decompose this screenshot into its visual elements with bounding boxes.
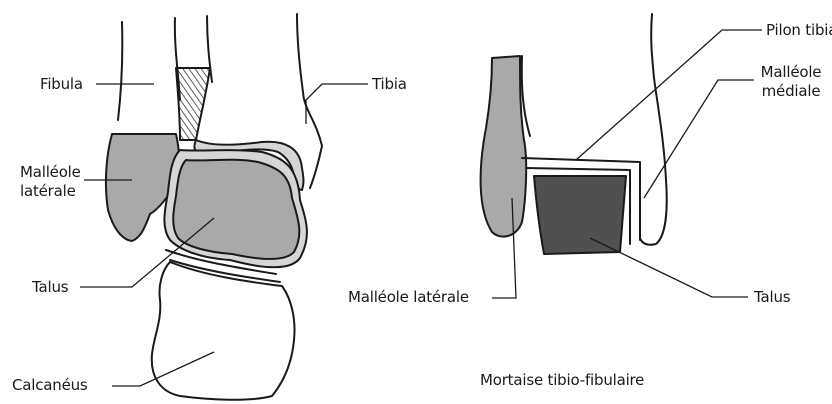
label-malleole-mediale-l1: Malléole: [756, 63, 826, 81]
label-malleole-mediale-l2: médiale: [756, 82, 826, 100]
fibula-shaft: [118, 18, 180, 120]
label-talus-left: Talus: [32, 278, 68, 296]
label-talus-right: Talus: [754, 288, 790, 306]
leader-tibia: [306, 84, 368, 124]
leader-malleole-mediale: [644, 80, 754, 198]
mortise-view: [481, 14, 667, 254]
label-tibia: Tibia: [372, 75, 407, 93]
label-malleole-laterale-right: Malléole latérale: [348, 288, 469, 306]
label-malleole-laterale-l1: Malléole: [20, 163, 81, 181]
label-calcaneus: Calcanéus: [12, 376, 88, 394]
frontal-ankle-view: [106, 14, 322, 400]
label-fibula: Fibula: [40, 75, 83, 93]
calcaneus-shape: [152, 262, 295, 400]
caption-mortaise: Mortaise tibio-fibulaire: [480, 371, 644, 389]
lateral-malleolus-shape-right: [481, 56, 527, 237]
talus-shape: [173, 160, 299, 259]
label-pilon-tibial: Pilon tibial: [766, 21, 832, 39]
tibia-outline-right: [640, 14, 667, 245]
label-malleole-laterale-l2: latérale: [20, 182, 76, 200]
talus-block-right: [534, 176, 626, 254]
syndesmosis-hatch: [176, 68, 210, 140]
right-leader-lines: [492, 30, 762, 298]
leader-pilon-tibial: [576, 30, 762, 160]
